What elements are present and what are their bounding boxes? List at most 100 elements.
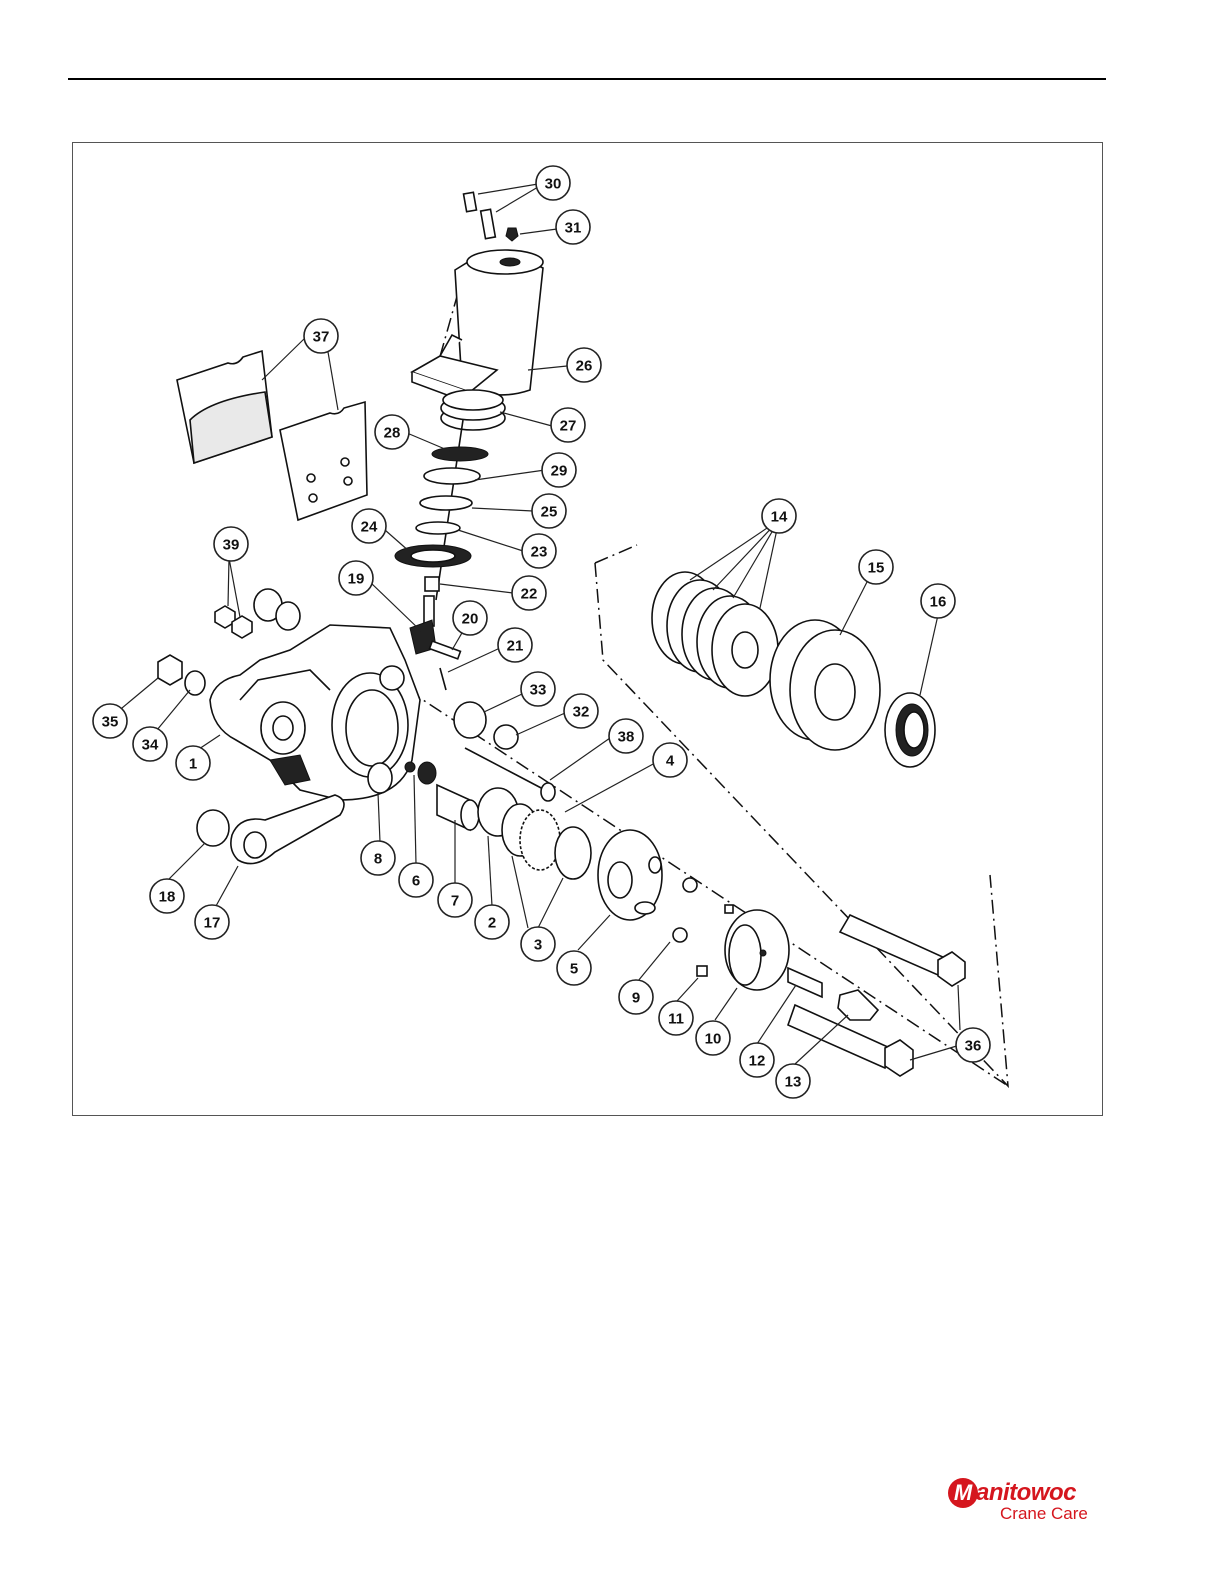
callout-label: 15	[868, 560, 885, 577]
washer-32	[494, 725, 518, 749]
callout-2: 2	[475, 905, 509, 939]
end-plate-10	[725, 905, 789, 990]
callout-label: 34	[142, 737, 159, 754]
callout-label: 24	[361, 519, 378, 536]
ball-9	[673, 928, 687, 942]
bearing-4	[520, 810, 560, 870]
callout-label: 2	[488, 915, 496, 932]
nut-35	[158, 655, 182, 685]
callout-label: 5	[570, 961, 578, 978]
callout-17: 17	[195, 905, 229, 939]
callout-10: 10	[696, 1021, 730, 1055]
bolt-36-bottom-head	[885, 1040, 913, 1076]
bushing-33	[454, 702, 486, 738]
callout-19: 19	[339, 561, 373, 595]
callout-37: 37	[304, 319, 338, 353]
callout-label: 23	[531, 544, 548, 561]
callout-33: 33	[521, 672, 555, 706]
bleed-screw	[506, 228, 518, 241]
callout-20: 20	[453, 601, 487, 635]
callout-label: 8	[374, 851, 382, 868]
cylinder-housing	[412, 250, 543, 402]
callout-label: 3	[534, 937, 542, 954]
callout-label: 6	[412, 873, 420, 890]
cap-screws	[464, 192, 496, 238]
washer-8	[368, 763, 392, 793]
callout-38: 38	[609, 719, 643, 753]
callout-label: 35	[102, 714, 119, 731]
callout-label: 11	[668, 1011, 684, 1028]
plug-16	[885, 693, 935, 767]
callout-label: 9	[632, 990, 640, 1007]
callout-label: 25	[541, 504, 558, 521]
callout-label: 31	[565, 220, 582, 237]
seal-24-inner	[411, 550, 455, 562]
ring-23	[416, 522, 460, 534]
ball-6	[405, 762, 415, 772]
callout-label: 17	[204, 915, 221, 932]
nut-22	[425, 577, 439, 591]
callout-39: 39	[214, 527, 248, 561]
lever-17-hole	[244, 832, 266, 858]
callout-6: 6	[399, 863, 433, 897]
callout-label: 20	[462, 611, 479, 628]
pin-11	[697, 966, 707, 976]
logo-mark: M	[948, 1478, 978, 1508]
callout-group: 1234567891011121314151617181920212223242…	[93, 166, 990, 1098]
callout-34: 34	[133, 727, 167, 761]
cotter-pin-21	[440, 668, 446, 690]
callout-label: 22	[521, 586, 538, 603]
washer-29	[424, 468, 480, 484]
seal-6	[418, 762, 436, 784]
bolt-36-top-head	[938, 952, 965, 986]
callout-label: 28	[384, 425, 401, 442]
ball-loose	[683, 878, 697, 892]
callout-26: 26	[567, 348, 601, 382]
callout-22: 22	[512, 576, 546, 610]
callout-label: 39	[223, 537, 240, 554]
callout-11: 11	[659, 1001, 693, 1035]
callout-label: 29	[551, 463, 568, 480]
callout-label: 32	[573, 704, 590, 721]
callout-1: 1	[176, 746, 210, 780]
disc-stack	[652, 572, 778, 696]
callout-label: 33	[530, 682, 547, 699]
callout-21: 21	[498, 628, 532, 662]
manitowoc-crane-care-logo: M anitowoc Crane Care	[948, 1476, 1108, 1526]
callout-label: 12	[749, 1053, 766, 1070]
washer-3b	[555, 827, 591, 879]
bolt-36-top	[840, 915, 945, 975]
callout-7: 7	[438, 883, 472, 917]
callout-29: 29	[542, 453, 576, 487]
callout-label: 27	[560, 418, 577, 435]
callout-8: 8	[361, 841, 395, 875]
dash-boundary-top	[595, 545, 637, 563]
callout-27: 27	[551, 408, 585, 442]
callout-label: 38	[618, 729, 635, 746]
callout-label: 37	[313, 329, 330, 346]
callout-3: 3	[521, 927, 555, 961]
callout-label: 7	[451, 893, 459, 910]
callout-label: 14	[771, 509, 788, 526]
callout-12: 12	[740, 1043, 774, 1077]
callout-4: 4	[653, 743, 687, 777]
piston	[441, 390, 505, 430]
callout-5: 5	[557, 951, 591, 985]
callout-label: 10	[705, 1031, 722, 1048]
callout-label: 4	[666, 753, 675, 770]
callout-23: 23	[522, 534, 556, 568]
callout-16: 16	[921, 584, 955, 618]
callout-13: 13	[776, 1064, 810, 1098]
callout-label: 13	[785, 1074, 802, 1091]
callout-label: 26	[576, 358, 593, 375]
callout-label: 21	[507, 638, 524, 655]
ring-18	[197, 810, 229, 846]
callout-14: 14	[762, 499, 796, 533]
washer-34	[185, 671, 205, 695]
callout-31: 31	[556, 210, 590, 244]
callout-32: 32	[564, 694, 598, 728]
spring-housing-15	[770, 620, 880, 750]
callout-25: 25	[532, 494, 566, 528]
callout-9: 9	[619, 980, 653, 1014]
